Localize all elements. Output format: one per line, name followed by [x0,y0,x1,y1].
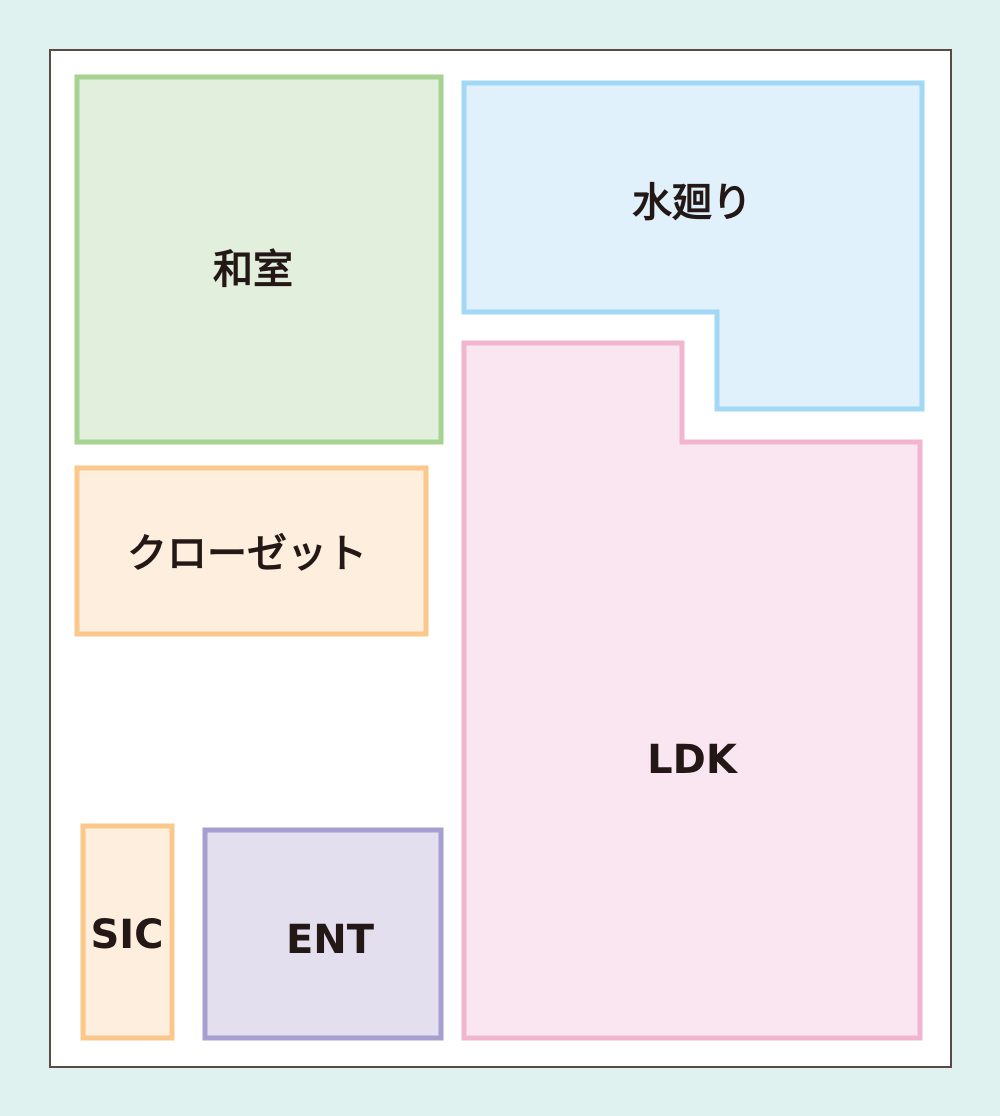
room-mizumawari: 水廻り [461,80,925,412]
room-shape [74,74,444,445]
room-label-sic: SIC [90,912,163,958]
room-label-ent: ENT [286,917,375,963]
room-shape [74,465,429,637]
room-label-closet: クローゼット [127,531,367,577]
room-ent: ENT [202,827,444,1041]
room-closet: クローゼット [74,465,429,637]
room-washitsu: 和室 [74,74,444,445]
room-shape [461,80,925,412]
room-shape [461,340,923,1041]
room-ldk: LDK [461,340,923,1041]
room-shape [80,823,175,1041]
room-label-ldk: LDK [647,737,739,783]
room-label-washitsu: 和室 [213,247,293,293]
room-sic: SIC [80,823,175,1041]
room-label-mizumawari: 水廻り [632,180,752,226]
room-shape [202,827,444,1041]
